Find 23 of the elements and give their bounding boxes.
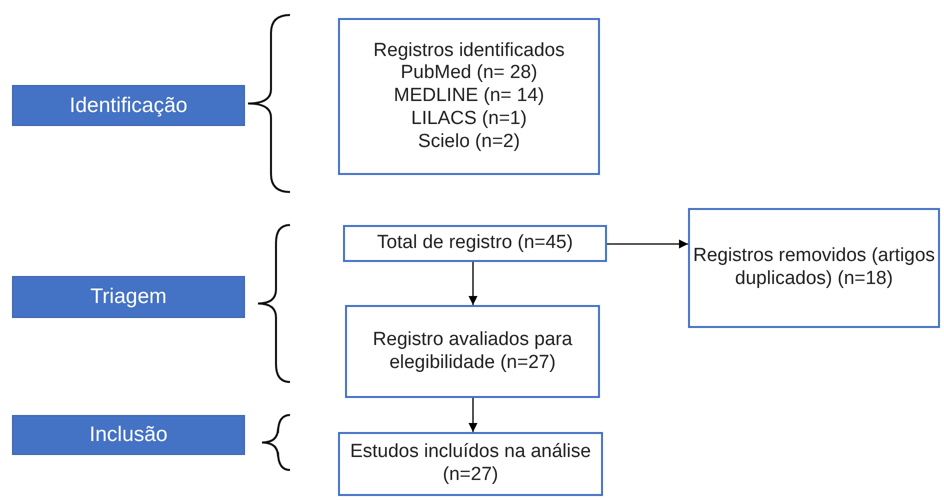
box-text: Registros removidos (artigos duplicados) (n=18) [692,245,936,291]
box-text: Scielo (n=2) [418,130,520,154]
arrow [468,398,478,432]
stage-label: Identificação [70,92,188,118]
box-text: MEDLINE (n= 14) [394,85,544,108]
box-text: Estudos incluídos na análise (n=27) [349,441,592,487]
stage-label-box [12,85,245,126]
box-text: LILACS (n=1) [411,108,527,131]
arrow [607,239,688,249]
process-box [345,305,600,398]
box-text: PubMed (n= 28) [400,62,538,86]
stage-label: Triagem [90,284,167,310]
box-text: Registros identificados [373,40,565,62]
process-box [688,208,940,328]
arrow [468,262,478,305]
process-box [343,225,607,262]
process-box [338,18,600,175]
box-text: Total de registro (n=45) [377,232,573,255]
stage-label-box [12,415,245,455]
stage-label-box [12,276,245,318]
process-box [338,432,603,496]
stage-label: Inclusão [89,422,168,448]
box-text: Registro avaliados para elegibilidade (n=27) [372,328,574,374]
